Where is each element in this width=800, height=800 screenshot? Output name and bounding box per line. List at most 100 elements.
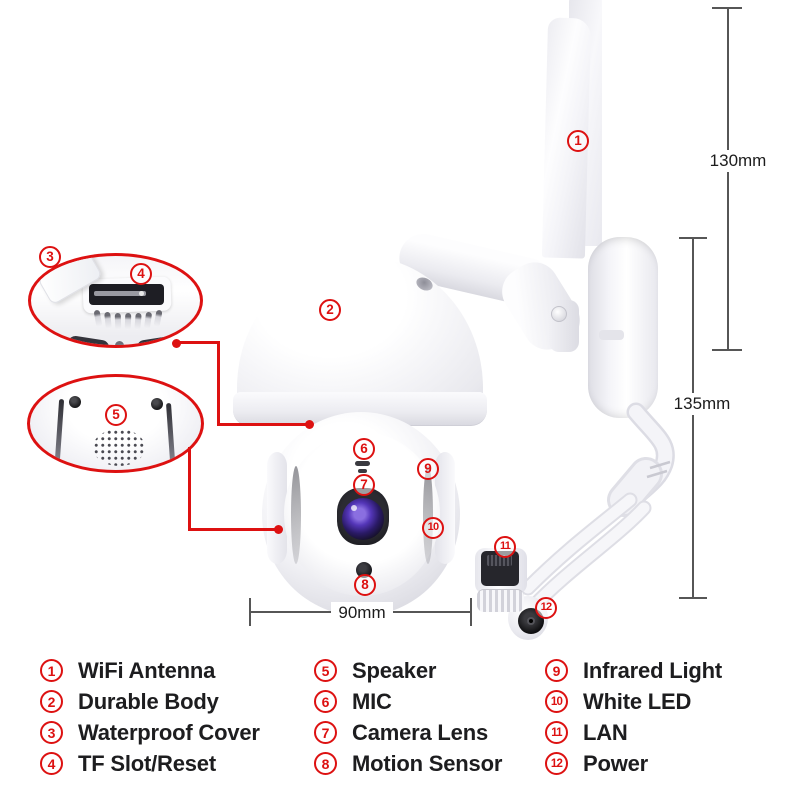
lan-thread-ring xyxy=(477,589,524,612)
hinge-lens-left xyxy=(77,342,88,345)
marker-speaker: 5 xyxy=(105,404,127,426)
legend-item-label: White LED xyxy=(583,688,692,714)
dim-130-cap-bottom xyxy=(712,349,742,351)
callout-line xyxy=(188,528,279,531)
face-shadow-right xyxy=(423,466,433,564)
head-ear-left xyxy=(267,452,287,564)
legend-item: 7 Camera Lens xyxy=(314,717,502,748)
marker-motion-sensor: 8 xyxy=(354,574,376,596)
tilt-slit-right xyxy=(165,402,176,462)
lan-port-pins xyxy=(487,555,512,566)
dim-90-tick-left xyxy=(249,598,251,626)
legend-item: 8 Motion Sensor xyxy=(314,748,502,779)
body-anchor-dot xyxy=(274,525,283,534)
dim-135-cap-bottom xyxy=(679,597,707,599)
dim-130-cap-top xyxy=(712,7,742,9)
legend-item: 2 Durable Body xyxy=(40,686,260,717)
marker-waterproof-cover: 3 xyxy=(39,246,61,268)
dim-135-line xyxy=(692,238,694,598)
legend-item: 5 Speaker xyxy=(314,655,502,686)
vent-slot xyxy=(134,312,142,331)
hinge-gap-left xyxy=(65,334,111,345)
legend-num-circle: 8 xyxy=(314,752,337,775)
power-jack-pin-hole xyxy=(527,617,535,625)
legend-num-circle: 12 xyxy=(545,752,568,775)
center-hole xyxy=(115,341,124,345)
lens-glint xyxy=(351,505,357,511)
mic-slot-top xyxy=(355,461,370,466)
vent-slot xyxy=(104,311,112,330)
mount-hinge-pin xyxy=(551,306,567,322)
legend-num-circle: 1 xyxy=(40,659,63,682)
mic-slot-bottom xyxy=(358,469,367,473)
vent-slot xyxy=(114,312,122,331)
legend-num-circle: 10 xyxy=(545,690,568,713)
callout-anchor-dot xyxy=(172,339,181,348)
legend-item: 1 WiFi Antenna xyxy=(40,655,260,686)
hinge-lens-right xyxy=(149,342,160,345)
legend-item-label: TF Slot/Reset xyxy=(78,750,216,776)
legend-item-label: LAN xyxy=(583,719,628,745)
dim-body-width: 90mm xyxy=(331,602,393,624)
legend-item-label: Camera Lens xyxy=(352,719,488,745)
legend-num-circle: 6 xyxy=(314,690,337,713)
legend-num-circle: 9 xyxy=(545,659,568,682)
marker-mic: 6 xyxy=(353,438,375,460)
camera-lens xyxy=(342,498,384,540)
legend-num-circle: 5 xyxy=(314,659,337,682)
vent-slot xyxy=(153,309,163,328)
callout-tf-slot xyxy=(28,253,203,348)
legend-num-circle: 3 xyxy=(40,721,63,744)
legend-item-label: MIC xyxy=(352,688,392,714)
legend-num-circle: 2 xyxy=(40,690,63,713)
legend-item: 9 Infrared Light xyxy=(545,655,722,686)
legend-item: 11 LAN xyxy=(545,717,722,748)
face-shadow-left xyxy=(291,466,301,564)
legend-item-label: Waterproof Cover xyxy=(78,719,260,745)
legend-item-label: Power xyxy=(583,750,649,776)
legend-column-1: 1 WiFi Antenna 2 Durable Body 3 Waterpro… xyxy=(40,655,260,779)
legend-num-circle: 4 xyxy=(40,752,63,775)
legend-num-circle: 7 xyxy=(314,721,337,744)
marker-power: 12 xyxy=(535,597,557,619)
screw-right xyxy=(151,398,163,410)
legend-item-label: Durable Body xyxy=(78,688,219,714)
legend-item: 12 Power xyxy=(545,748,722,779)
marker-lan: 11 xyxy=(494,536,516,558)
callout-line xyxy=(188,447,191,530)
body-anchor-dot xyxy=(305,420,314,429)
legend-column-3: 9 Infrared Light 10 White LED 11 LAN 12 … xyxy=(545,655,722,779)
legend-item-label: Speaker xyxy=(352,657,437,683)
marker-white-led: 10 xyxy=(422,517,444,539)
legend-item-label: Motion Sensor xyxy=(352,750,503,776)
mount-latch xyxy=(599,330,624,340)
screw-left xyxy=(69,396,81,408)
reset-button xyxy=(139,291,144,296)
callout-line xyxy=(176,341,220,344)
legend-item: 4 TF Slot/Reset xyxy=(40,748,260,779)
tf-card-edge xyxy=(94,291,146,296)
dim-antenna-height: 130mm xyxy=(704,150,772,172)
dim-body-height: 135mm xyxy=(669,393,735,415)
marker-durable-body: 2 xyxy=(319,299,341,321)
legend-column-2: 5 Speaker 6 MIC 7 Camera Lens 8 Motion S… xyxy=(314,655,502,779)
legend-num-circle: 11 xyxy=(545,721,568,744)
dim-135-cap-top xyxy=(679,237,707,239)
marker-wifi-antenna: 1 xyxy=(567,130,589,152)
legend-item: 10 White LED xyxy=(545,686,722,717)
callout-line xyxy=(217,423,310,426)
dim-130-line xyxy=(727,8,729,350)
tilt-slit-left xyxy=(54,398,65,462)
legend-item-label: Infrared Light xyxy=(583,657,722,683)
legend-item: 6 MIC xyxy=(314,686,502,717)
speaker-grille xyxy=(93,429,145,466)
legend-item: 3 Waterproof Cover xyxy=(40,717,260,748)
marker-infrared-light: 9 xyxy=(417,458,439,480)
marker-tf-slot-reset: 4 xyxy=(130,263,152,285)
dim-90-tick-right xyxy=(470,598,472,626)
callout-line xyxy=(217,341,220,426)
wall-mount-plate xyxy=(588,237,658,418)
vent-slot xyxy=(143,311,153,330)
marker-camera-lens: 7 xyxy=(353,474,375,496)
